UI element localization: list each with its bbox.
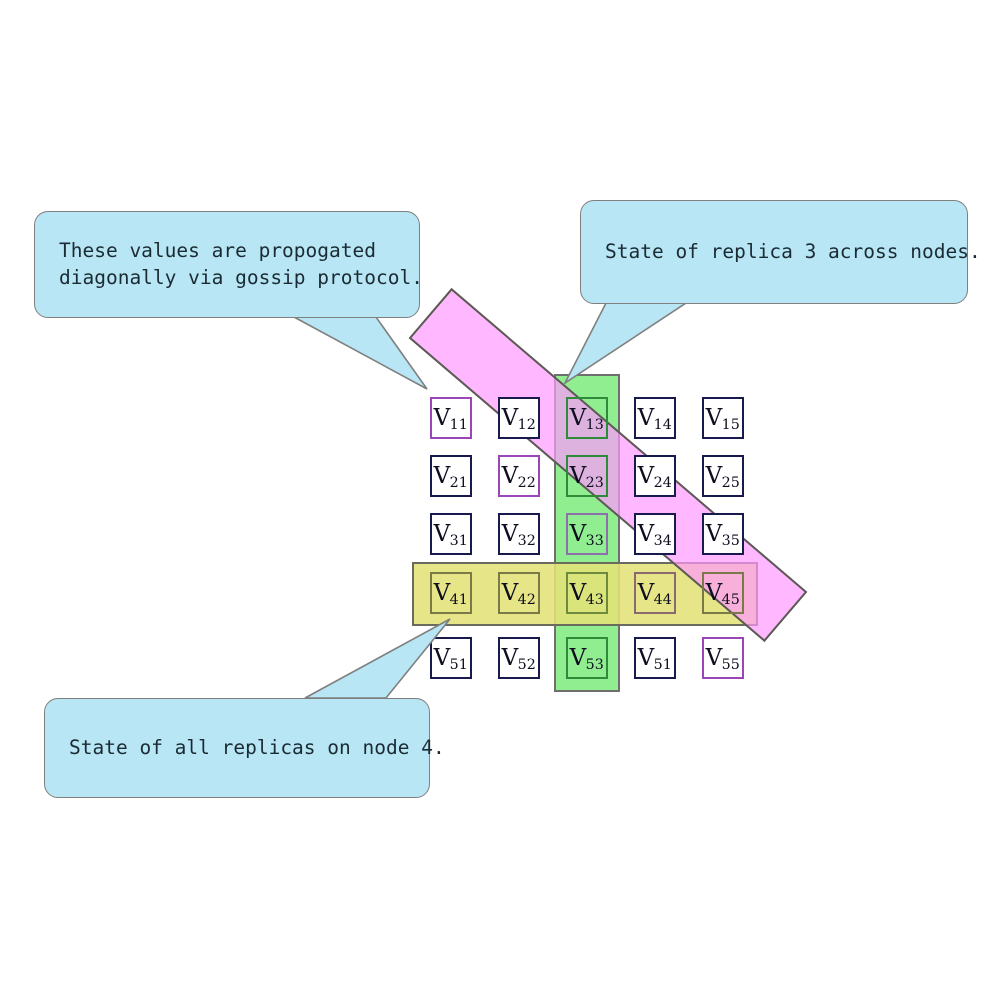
value-cell-label: V55 xyxy=(705,644,740,673)
callout-gossip-note: These values are propogated diagonally v… xyxy=(34,211,423,318)
value-cell-label: V31 xyxy=(433,520,468,549)
value-cell-subscript: 43 xyxy=(585,591,604,608)
value-cell-subscript: 23 xyxy=(585,474,604,491)
value-cell-34: V34 xyxy=(634,513,676,555)
value-cell-subscript: 44 xyxy=(653,591,672,608)
gossip-note-tail xyxy=(293,316,428,390)
value-cell-label: V53 xyxy=(569,644,604,673)
value-cell-label: V13 xyxy=(569,404,604,433)
callout-node4-note-text: State of all replicas on node 4. xyxy=(69,735,445,759)
value-cell-subscript: 52 xyxy=(517,656,536,673)
value-cell-subscript: 42 xyxy=(517,591,536,608)
value-cell-32: V32 xyxy=(498,513,540,555)
value-cell-subscript: 12 xyxy=(517,416,536,433)
value-cell-label: V33 xyxy=(569,520,604,549)
value-cell-subscript: 24 xyxy=(653,474,672,491)
value-cell-label: V25 xyxy=(705,462,740,491)
value-cell-subscript: 14 xyxy=(653,416,672,433)
value-cell-subscript: 51 xyxy=(449,656,468,673)
value-cell-51: V51 xyxy=(634,637,676,679)
value-cell-33: V33 xyxy=(566,513,608,555)
value-cell-label: V41 xyxy=(433,579,468,608)
value-cell-label: V32 xyxy=(501,520,536,549)
value-cell-35: V35 xyxy=(702,513,744,555)
value-cell-12: V12 xyxy=(498,397,540,439)
value-cell-25: V25 xyxy=(702,455,744,497)
value-cell-subscript: 11 xyxy=(449,416,468,433)
callout-gossip-note-text: These values are propogated diagonally v… xyxy=(59,238,423,289)
value-cell-55: V55 xyxy=(702,637,744,679)
callout-replica3-note-text: State of replica 3 across nodes. xyxy=(605,239,981,263)
value-cell-51: V51 xyxy=(430,637,472,679)
value-cell-label: V24 xyxy=(637,462,672,491)
value-cell-label: V12 xyxy=(501,404,536,433)
value-cell-24: V24 xyxy=(634,455,676,497)
value-cell-label: V51 xyxy=(637,644,672,673)
value-cell-subscript: 15 xyxy=(721,416,740,433)
value-cell-subscript: 22 xyxy=(517,474,536,491)
value-cell-label: V52 xyxy=(501,644,536,673)
value-cell-label: V44 xyxy=(637,579,672,608)
value-cell-41: V41 xyxy=(430,572,472,614)
value-cell-label: V35 xyxy=(705,520,740,549)
value-cell-11: V11 xyxy=(430,397,472,439)
value-cell-subscript: 31 xyxy=(449,532,468,549)
value-cell-22: V22 xyxy=(498,455,540,497)
callout-replica3-note: State of replica 3 across nodes. xyxy=(580,200,981,304)
value-cell-42: V42 xyxy=(498,572,540,614)
value-cell-label: V22 xyxy=(501,462,536,491)
value-cell-label: V14 xyxy=(637,404,672,433)
value-cell-label: V43 xyxy=(569,579,604,608)
value-cell-subscript: 13 xyxy=(585,416,604,433)
value-cell-subscript: 32 xyxy=(517,532,536,549)
value-cell-14: V14 xyxy=(634,397,676,439)
value-cell-subscript: 51 xyxy=(653,656,672,673)
value-cell-15: V15 xyxy=(702,397,744,439)
node4-note-tail xyxy=(304,618,451,699)
value-cell-subscript: 41 xyxy=(449,591,468,608)
value-cell-subscript: 34 xyxy=(653,532,672,549)
value-cell-label: V45 xyxy=(705,579,740,608)
value-cell-subscript: 53 xyxy=(585,656,604,673)
value-cell-label: V23 xyxy=(569,462,604,491)
value-cell-52: V52 xyxy=(498,637,540,679)
value-cell-subscript: 45 xyxy=(721,591,740,608)
value-cell-label: V21 xyxy=(433,462,468,491)
value-cell-45: V45 xyxy=(702,572,744,614)
value-cell-label: V51 xyxy=(433,644,468,673)
value-cell-43: V43 xyxy=(566,572,608,614)
value-cell-subscript: 21 xyxy=(449,474,468,491)
value-cell-21: V21 xyxy=(430,455,472,497)
callout-node4-note: State of all replicas on node 4. xyxy=(44,698,445,798)
value-cell-31: V31 xyxy=(430,513,472,555)
value-cell-label: V34 xyxy=(637,520,672,549)
value-cell-label: V42 xyxy=(501,579,536,608)
value-cell-subscript: 33 xyxy=(585,532,604,549)
value-cell-subscript: 35 xyxy=(721,532,740,549)
value-cell-53: V53 xyxy=(566,637,608,679)
value-cell-label: V11 xyxy=(433,404,468,433)
replica3-note-tail xyxy=(562,302,689,386)
value-cell-23: V23 xyxy=(566,455,608,497)
value-cell-13: V13 xyxy=(566,397,608,439)
value-cell-44: V44 xyxy=(634,572,676,614)
value-cell-subscript: 25 xyxy=(721,474,740,491)
value-cell-subscript: 55 xyxy=(721,656,740,673)
value-cell-label: V15 xyxy=(705,404,740,433)
